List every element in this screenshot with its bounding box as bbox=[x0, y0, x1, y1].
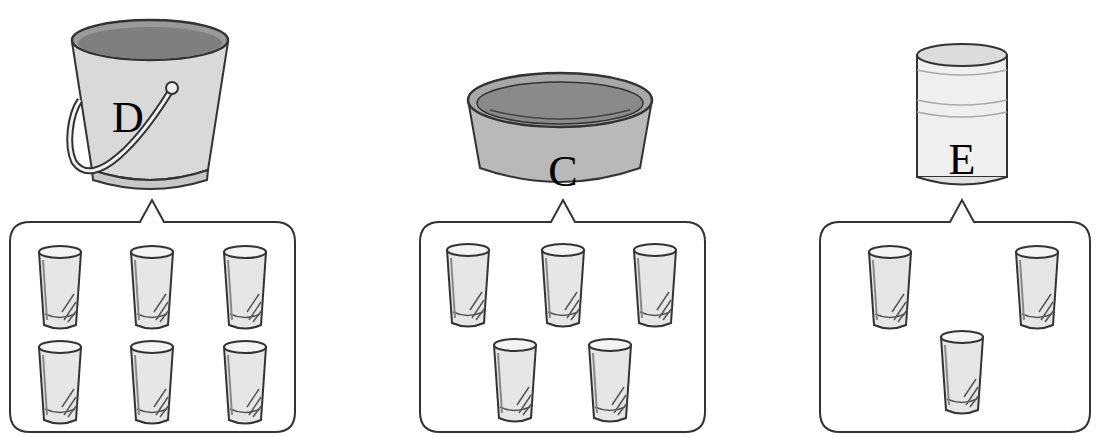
bucket bbox=[70, 20, 228, 189]
can-lid bbox=[917, 44, 1007, 66]
container-letter: C bbox=[548, 150, 577, 194]
cup bbox=[542, 244, 584, 327]
cup bbox=[494, 339, 536, 422]
bucket-body bbox=[72, 42, 228, 180]
cup bbox=[131, 341, 173, 424]
cup bbox=[39, 341, 81, 424]
bucket-inside bbox=[78, 27, 222, 59]
container-letter: D bbox=[112, 96, 144, 140]
cup bbox=[39, 246, 81, 329]
bucket-rim bbox=[72, 20, 228, 60]
callout-box bbox=[10, 200, 295, 432]
can bbox=[917, 44, 1007, 185]
bucket-handle-inner bbox=[70, 92, 170, 171]
cup bbox=[224, 341, 266, 424]
cup bbox=[224, 246, 266, 329]
cup bbox=[589, 339, 631, 422]
can-ridges bbox=[917, 70, 1007, 117]
basin-floor-line bbox=[490, 110, 630, 119]
container-letter: E bbox=[949, 138, 976, 182]
bucket-handle bbox=[70, 92, 170, 171]
cup bbox=[869, 246, 911, 329]
callout-box bbox=[420, 200, 705, 432]
callout-box bbox=[820, 200, 1090, 432]
cup bbox=[634, 244, 676, 327]
cup bbox=[1016, 246, 1058, 329]
bucket-ring bbox=[166, 82, 178, 94]
bucket-base bbox=[92, 170, 208, 189]
basin-rim bbox=[468, 73, 652, 127]
basin-inside bbox=[477, 82, 643, 124]
cup bbox=[131, 246, 173, 329]
cup bbox=[941, 331, 983, 414]
cup bbox=[447, 244, 489, 327]
